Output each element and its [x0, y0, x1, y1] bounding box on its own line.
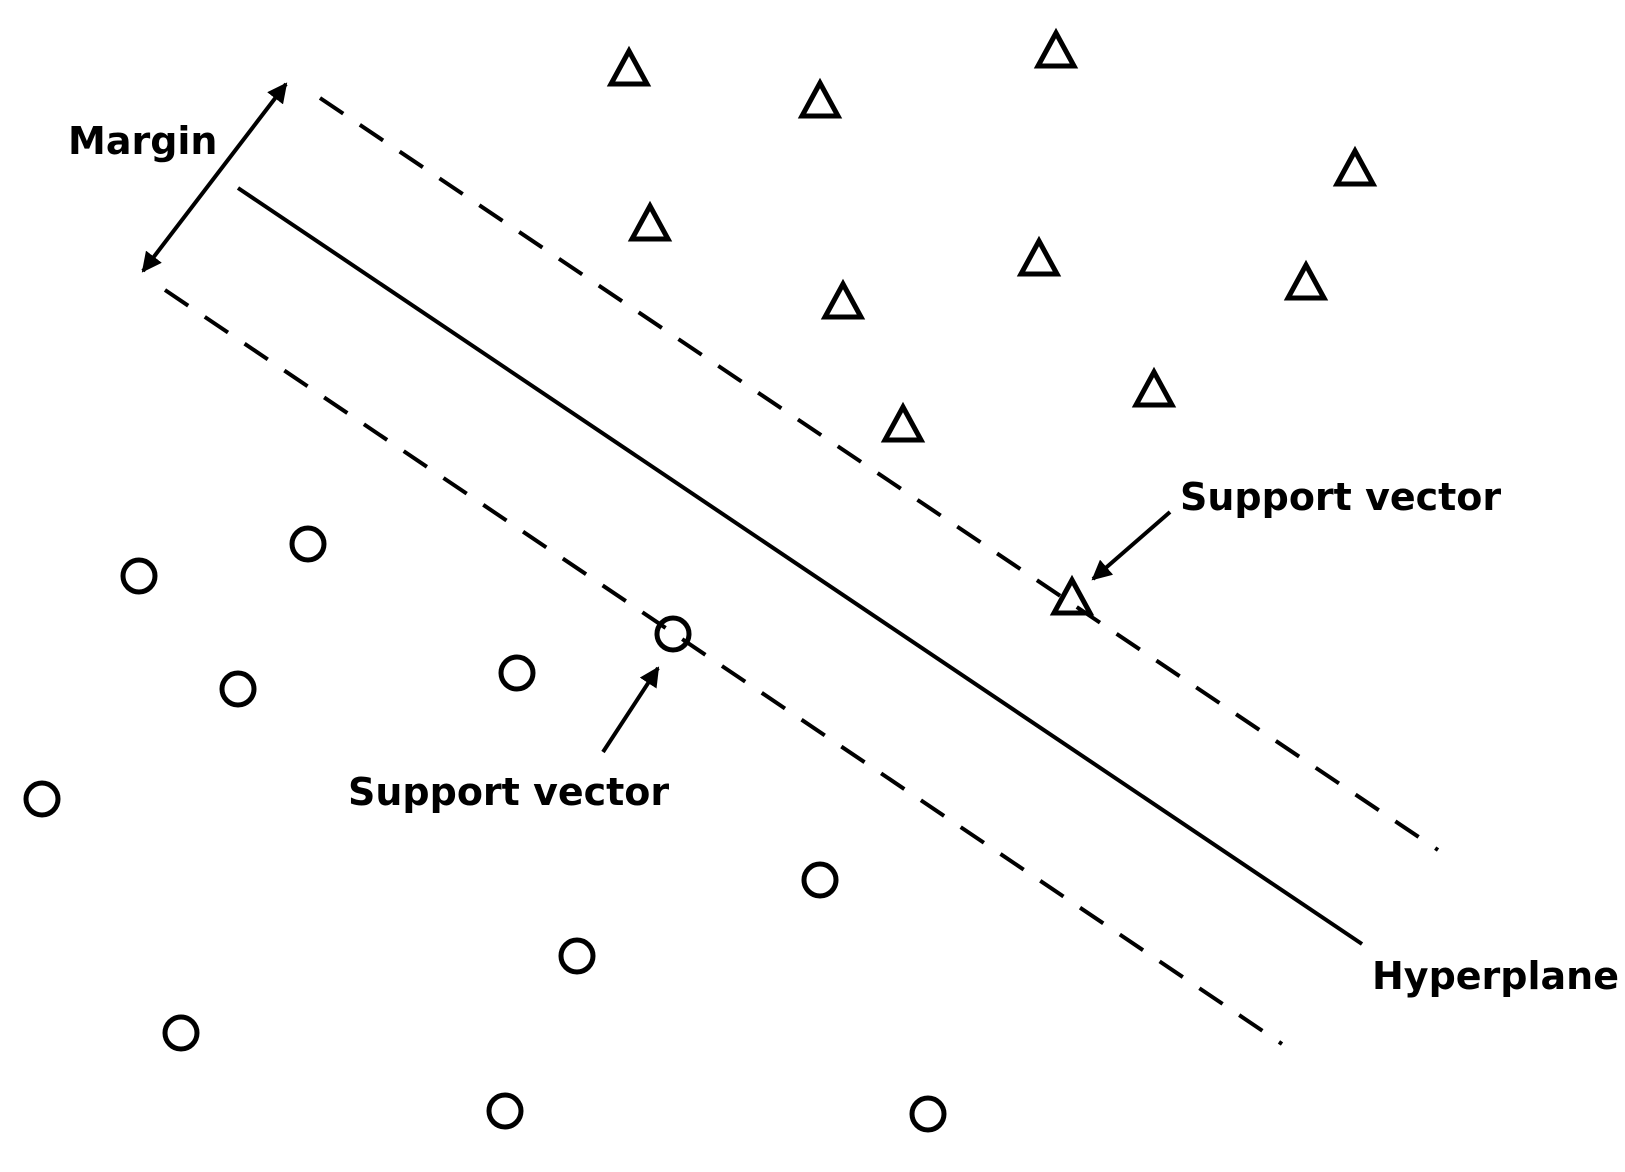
triangle-point: [627, 200, 673, 242]
triangle-point: [1049, 574, 1095, 616]
triangle-points: [606, 27, 1378, 616]
circle-points: [23, 525, 947, 1133]
margin-arrow: [141, 82, 288, 273]
triangle-point: [1016, 235, 1062, 277]
support-vector-label-upper: Support vector: [1180, 475, 1501, 519]
circle-point: [909, 1095, 947, 1133]
margin-label: Margin: [68, 119, 217, 163]
hyperplane-line: [236, 186, 1364, 946]
triangle-point: [606, 45, 652, 87]
circle-point: [23, 780, 61, 818]
triangle-point: [1332, 145, 1378, 187]
circle-point: [558, 937, 596, 975]
triangle-point: [880, 401, 926, 443]
circle-point: [162, 1014, 200, 1052]
triangle-point: [797, 77, 843, 119]
triangle-point: [820, 278, 866, 320]
triangle-point: [1283, 259, 1329, 301]
hyperplane-label: Hyperplane: [1372, 954, 1619, 998]
upper-margin-line: [318, 96, 1440, 852]
circle-point: [219, 670, 257, 708]
support-vector-arrow-lower: [601, 666, 660, 754]
circle-point: [801, 861, 839, 899]
circle-point: [654, 615, 692, 653]
circle-point: [498, 654, 536, 692]
support-vector-arrow-upper: [1091, 510, 1172, 581]
support-vector-label-lower: Support vector: [348, 770, 669, 814]
lower-margin-line: [163, 288, 1284, 1046]
circle-point: [486, 1092, 524, 1130]
triangle-point: [1131, 366, 1177, 408]
circle-point: [120, 557, 158, 595]
circle-point: [289, 525, 327, 563]
triangle-point: [1033, 27, 1079, 69]
